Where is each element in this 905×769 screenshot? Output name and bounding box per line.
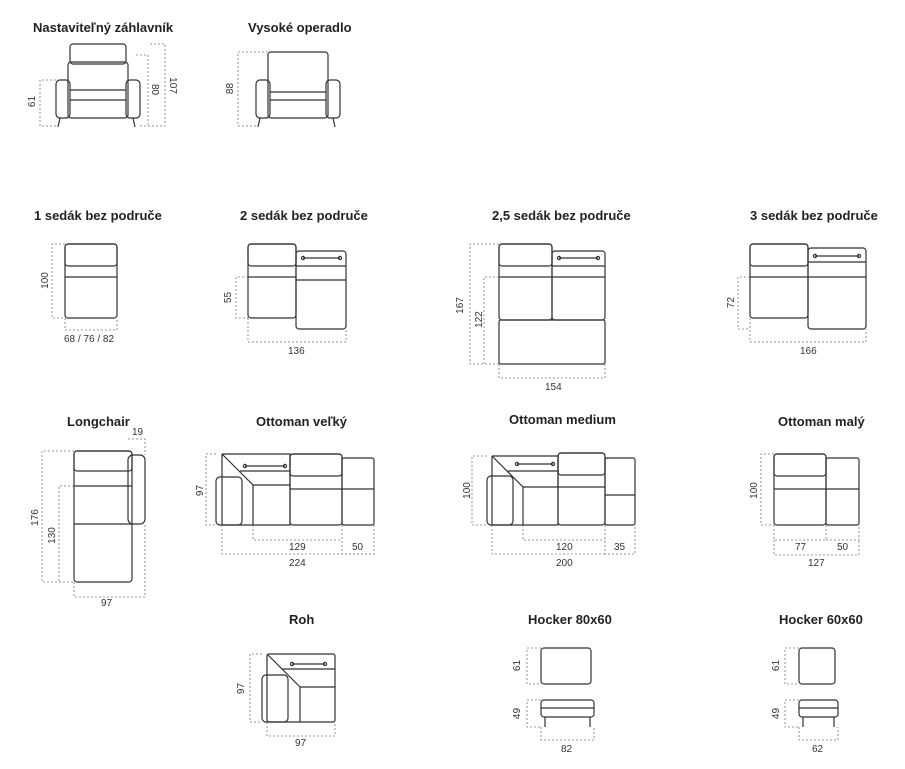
dim-label: 120 [556, 542, 573, 553]
dim-label: 35 [614, 542, 626, 553]
dim-label: 62 [812, 744, 824, 755]
dim-label: 167 [454, 297, 466, 314]
dim-label: 107 [166, 77, 178, 94]
dim-label: 82 [561, 744, 573, 755]
dim-label: 136 [288, 346, 305, 357]
dim-label: 97 [295, 738, 307, 749]
dim-label: 19 [132, 427, 144, 438]
title-ottoman-maly: Ottoman malý [778, 414, 865, 429]
dim-label: 97 [101, 598, 113, 609]
drawing-hocker-60x60 [784, 647, 839, 741]
title-roh: Roh [289, 612, 315, 627]
title-ottoman-medium: Ottoman medium [509, 412, 616, 427]
title-2-sedak: 2 sedák bez područe [240, 208, 368, 223]
drawing-nastavitelny-zahlavnik [39, 43, 166, 128]
drawing-roh [249, 653, 336, 737]
dim-label: 129 [289, 542, 306, 553]
dim-label: 88 [225, 82, 237, 95]
dim-label: 50 [837, 542, 849, 553]
dim-label: 122 [473, 311, 485, 328]
dim-label: 154 [545, 382, 562, 393]
title-hocker-80x60: Hocker 80x60 [528, 612, 612, 627]
dim-label: 130 [46, 527, 58, 544]
dim-label: 50 [352, 542, 364, 553]
drawing-longchair [41, 438, 146, 598]
title-ottoman-velky: Ottoman veľký [256, 414, 347, 429]
drawing-ottoman-medium [471, 452, 636, 555]
dim-label: 176 [29, 509, 41, 526]
drawing-ottoman-maly [760, 453, 860, 556]
dim-label: 77 [795, 542, 807, 553]
drawing-3-sedak [737, 243, 867, 343]
title-3-sedak: 3 sedák bez područe [750, 208, 878, 223]
dim-label: 61 [771, 659, 783, 672]
dim-label: 100 [748, 482, 760, 499]
dim-label: 166 [800, 346, 817, 357]
dim-label: 49 [512, 707, 524, 720]
drawing-ottoman-velky [205, 453, 375, 555]
dim-label: 100 [461, 482, 473, 499]
dim-label: 68 / 76 / 82 [64, 334, 115, 345]
dim-label: 224 [289, 558, 306, 569]
title-vysoke-operadlo: Vysoké operadlo [248, 20, 352, 35]
drawing-1-sedak [51, 243, 118, 331]
title-2-5-sedak: 2,5 sedák bez područe [492, 208, 631, 223]
drawing-vysoke-operadlo [237, 51, 341, 128]
drawing-hocker-80x60 [526, 647, 595, 741]
title-1-sedak: 1 sedák bez područe [34, 208, 162, 223]
title-hocker-60x60: Hocker 60x60 [779, 612, 863, 627]
dim-label: 100 [39, 272, 51, 289]
dim-label: 72 [726, 296, 738, 309]
drawing-2-5-sedak [469, 243, 606, 379]
dim-label: 61 [512, 659, 524, 672]
dim-label: 61 [27, 95, 39, 108]
dim-label: 200 [556, 558, 573, 569]
dim-label: 49 [771, 707, 783, 720]
dim-label: 97 [236, 682, 248, 695]
dim-label: 80 [149, 83, 161, 96]
title-nastavitelny-zahlavnik: Nastaviteľný záhlavník [33, 20, 174, 35]
dim-label: 127 [808, 558, 825, 569]
dim-label: 55 [223, 291, 235, 304]
drawing-2-sedak [235, 243, 347, 343]
dim-label: 97 [195, 484, 207, 497]
title-longchair: Longchair [67, 414, 130, 429]
